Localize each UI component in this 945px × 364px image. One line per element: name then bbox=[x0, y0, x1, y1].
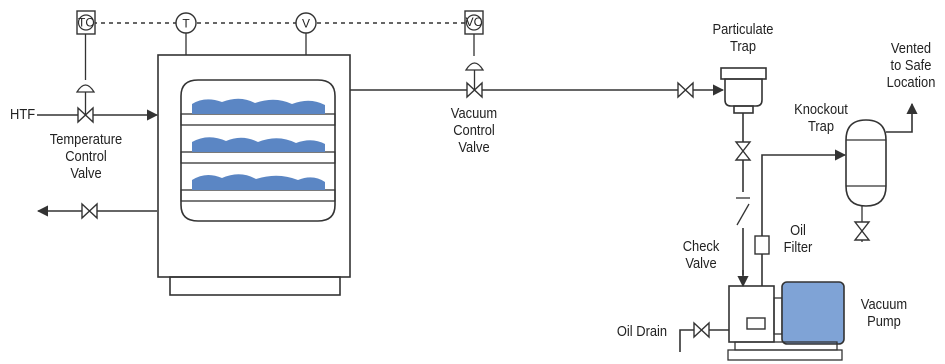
trap-inlet-valve-symbol bbox=[677, 81, 694, 99]
vacuum-control-valve-label: Vacuum Control Valve bbox=[450, 105, 498, 156]
htf-label: HTF bbox=[10, 106, 36, 123]
vacuum-pump bbox=[727, 281, 845, 361]
particulate-trap-label: Particulate Trap bbox=[712, 21, 774, 55]
vc-controller-icon: VC bbox=[464, 10, 484, 56]
knockout-trap-label: Knockout Trap bbox=[794, 101, 848, 135]
product-layer bbox=[192, 98, 325, 114]
check-valve-symbol bbox=[736, 192, 750, 228]
trap-outlet-valve-symbol bbox=[734, 141, 752, 161]
svg-text:VC: VC bbox=[466, 15, 483, 29]
freeze-dryer-chamber bbox=[157, 54, 351, 296]
particulate-trap bbox=[720, 67, 767, 114]
oil-drain-line bbox=[679, 321, 729, 352]
temperature-sensor-icon: T bbox=[175, 12, 197, 55]
check-valve-label: Check Valve bbox=[682, 238, 720, 272]
vacuum-pump-label: Vacuum Pump bbox=[860, 296, 908, 330]
tc-controller-icon: TC bbox=[76, 10, 96, 35]
vacuum-sensor-icon: V bbox=[295, 12, 317, 55]
svg-text:V: V bbox=[302, 17, 310, 31]
oil-filter-label: Oil Filter bbox=[783, 222, 813, 256]
product-layer bbox=[192, 174, 325, 190]
svg-text:TC: TC bbox=[78, 16, 94, 30]
vacuum-control-valve-symbol bbox=[464, 62, 485, 99]
vented-location-label: Vented to Safe Location bbox=[886, 40, 936, 91]
temperature-control-valve-symbol bbox=[75, 33, 96, 124]
oil-filter-loop bbox=[754, 149, 847, 286]
temperature-control-valve-label: Temperature Control Valve bbox=[49, 131, 123, 182]
vent-line bbox=[886, 102, 918, 133]
oil-drain-label: Oil Drain bbox=[616, 323, 668, 340]
outlet-valve-symbol bbox=[81, 202, 98, 220]
svg-text:T: T bbox=[182, 17, 190, 31]
product-layer bbox=[192, 137, 325, 152]
knockout-trap bbox=[845, 119, 887, 242]
